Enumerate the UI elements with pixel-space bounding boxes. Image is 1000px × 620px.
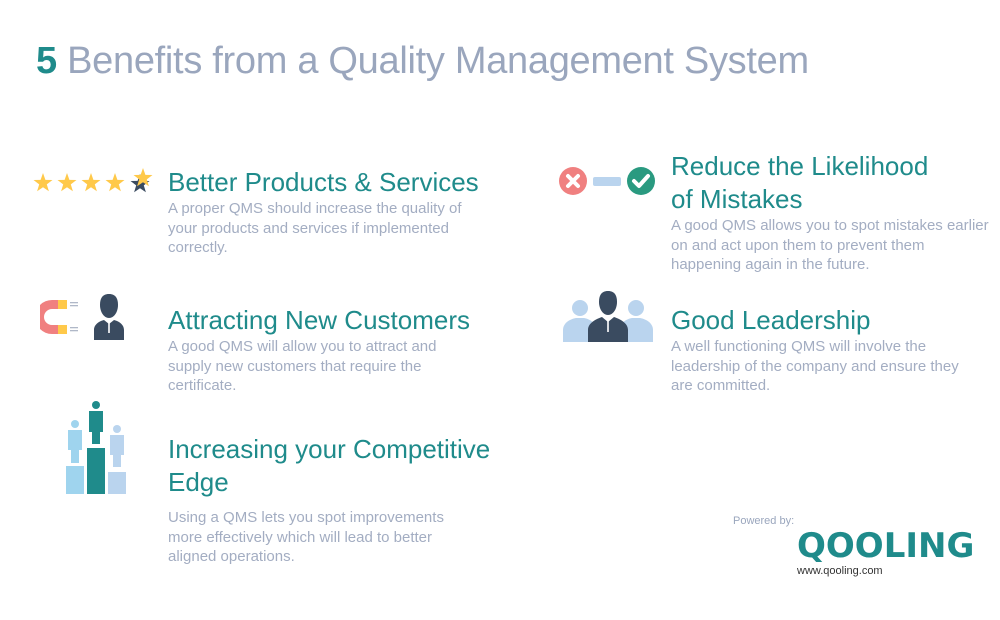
leader-team-icon xyxy=(563,291,653,342)
benefit-title-line1: Increasing your Competitive xyxy=(168,434,491,464)
title-text: Benefits from a Quality Management Syste… xyxy=(67,40,809,82)
benefit-good-leadership: Good Leadership A well functioning QMS w… xyxy=(671,304,981,396)
star-rating-icon xyxy=(33,168,153,193)
benefit-description: Using a QMS lets you spot improvements m… xyxy=(168,509,444,565)
qooling-logo: QOOLING xyxy=(797,526,975,566)
benefit-description: A proper QMS should increase the quality… xyxy=(168,200,462,256)
benefit-title-line2: Edge xyxy=(168,467,229,497)
podium-icon xyxy=(66,401,126,494)
benefit-better-products: Better Products & Services A proper QMS … xyxy=(168,166,488,258)
benefit-title: Attracting New Customers xyxy=(168,305,470,335)
powered-by-label: Powered by: xyxy=(733,515,795,527)
benefit-description: A well functioning QMS will involve the … xyxy=(671,338,959,394)
benefit-description: A good QMS allows you to spot mistakes e… xyxy=(671,217,989,273)
title-number: 5 xyxy=(36,40,57,82)
website-url[interactable]: www.qooling.com xyxy=(797,565,883,577)
benefit-competitive-edge: Increasing your Competitive Edge Using a… xyxy=(168,433,518,567)
error-to-check-icon xyxy=(559,167,655,195)
benefit-description: A good QMS will allow you to attract and… xyxy=(168,338,437,394)
benefit-reduce-mistakes: Reduce the Likelihood of Mistakes A good… xyxy=(671,150,996,275)
benefit-title: Good Leadership xyxy=(671,305,871,335)
benefit-attracting-customers: Attracting New Customers A good QMS will… xyxy=(168,304,470,396)
benefit-title-line1: Reduce the Likelihood xyxy=(671,151,929,181)
benefit-title-line2: of Mistakes xyxy=(671,184,803,214)
magnet-customer-icon xyxy=(40,294,124,340)
benefit-title: Better Products & Services xyxy=(168,167,479,197)
page-title: 5 Benefits from a Quality Management Sys… xyxy=(36,38,809,84)
